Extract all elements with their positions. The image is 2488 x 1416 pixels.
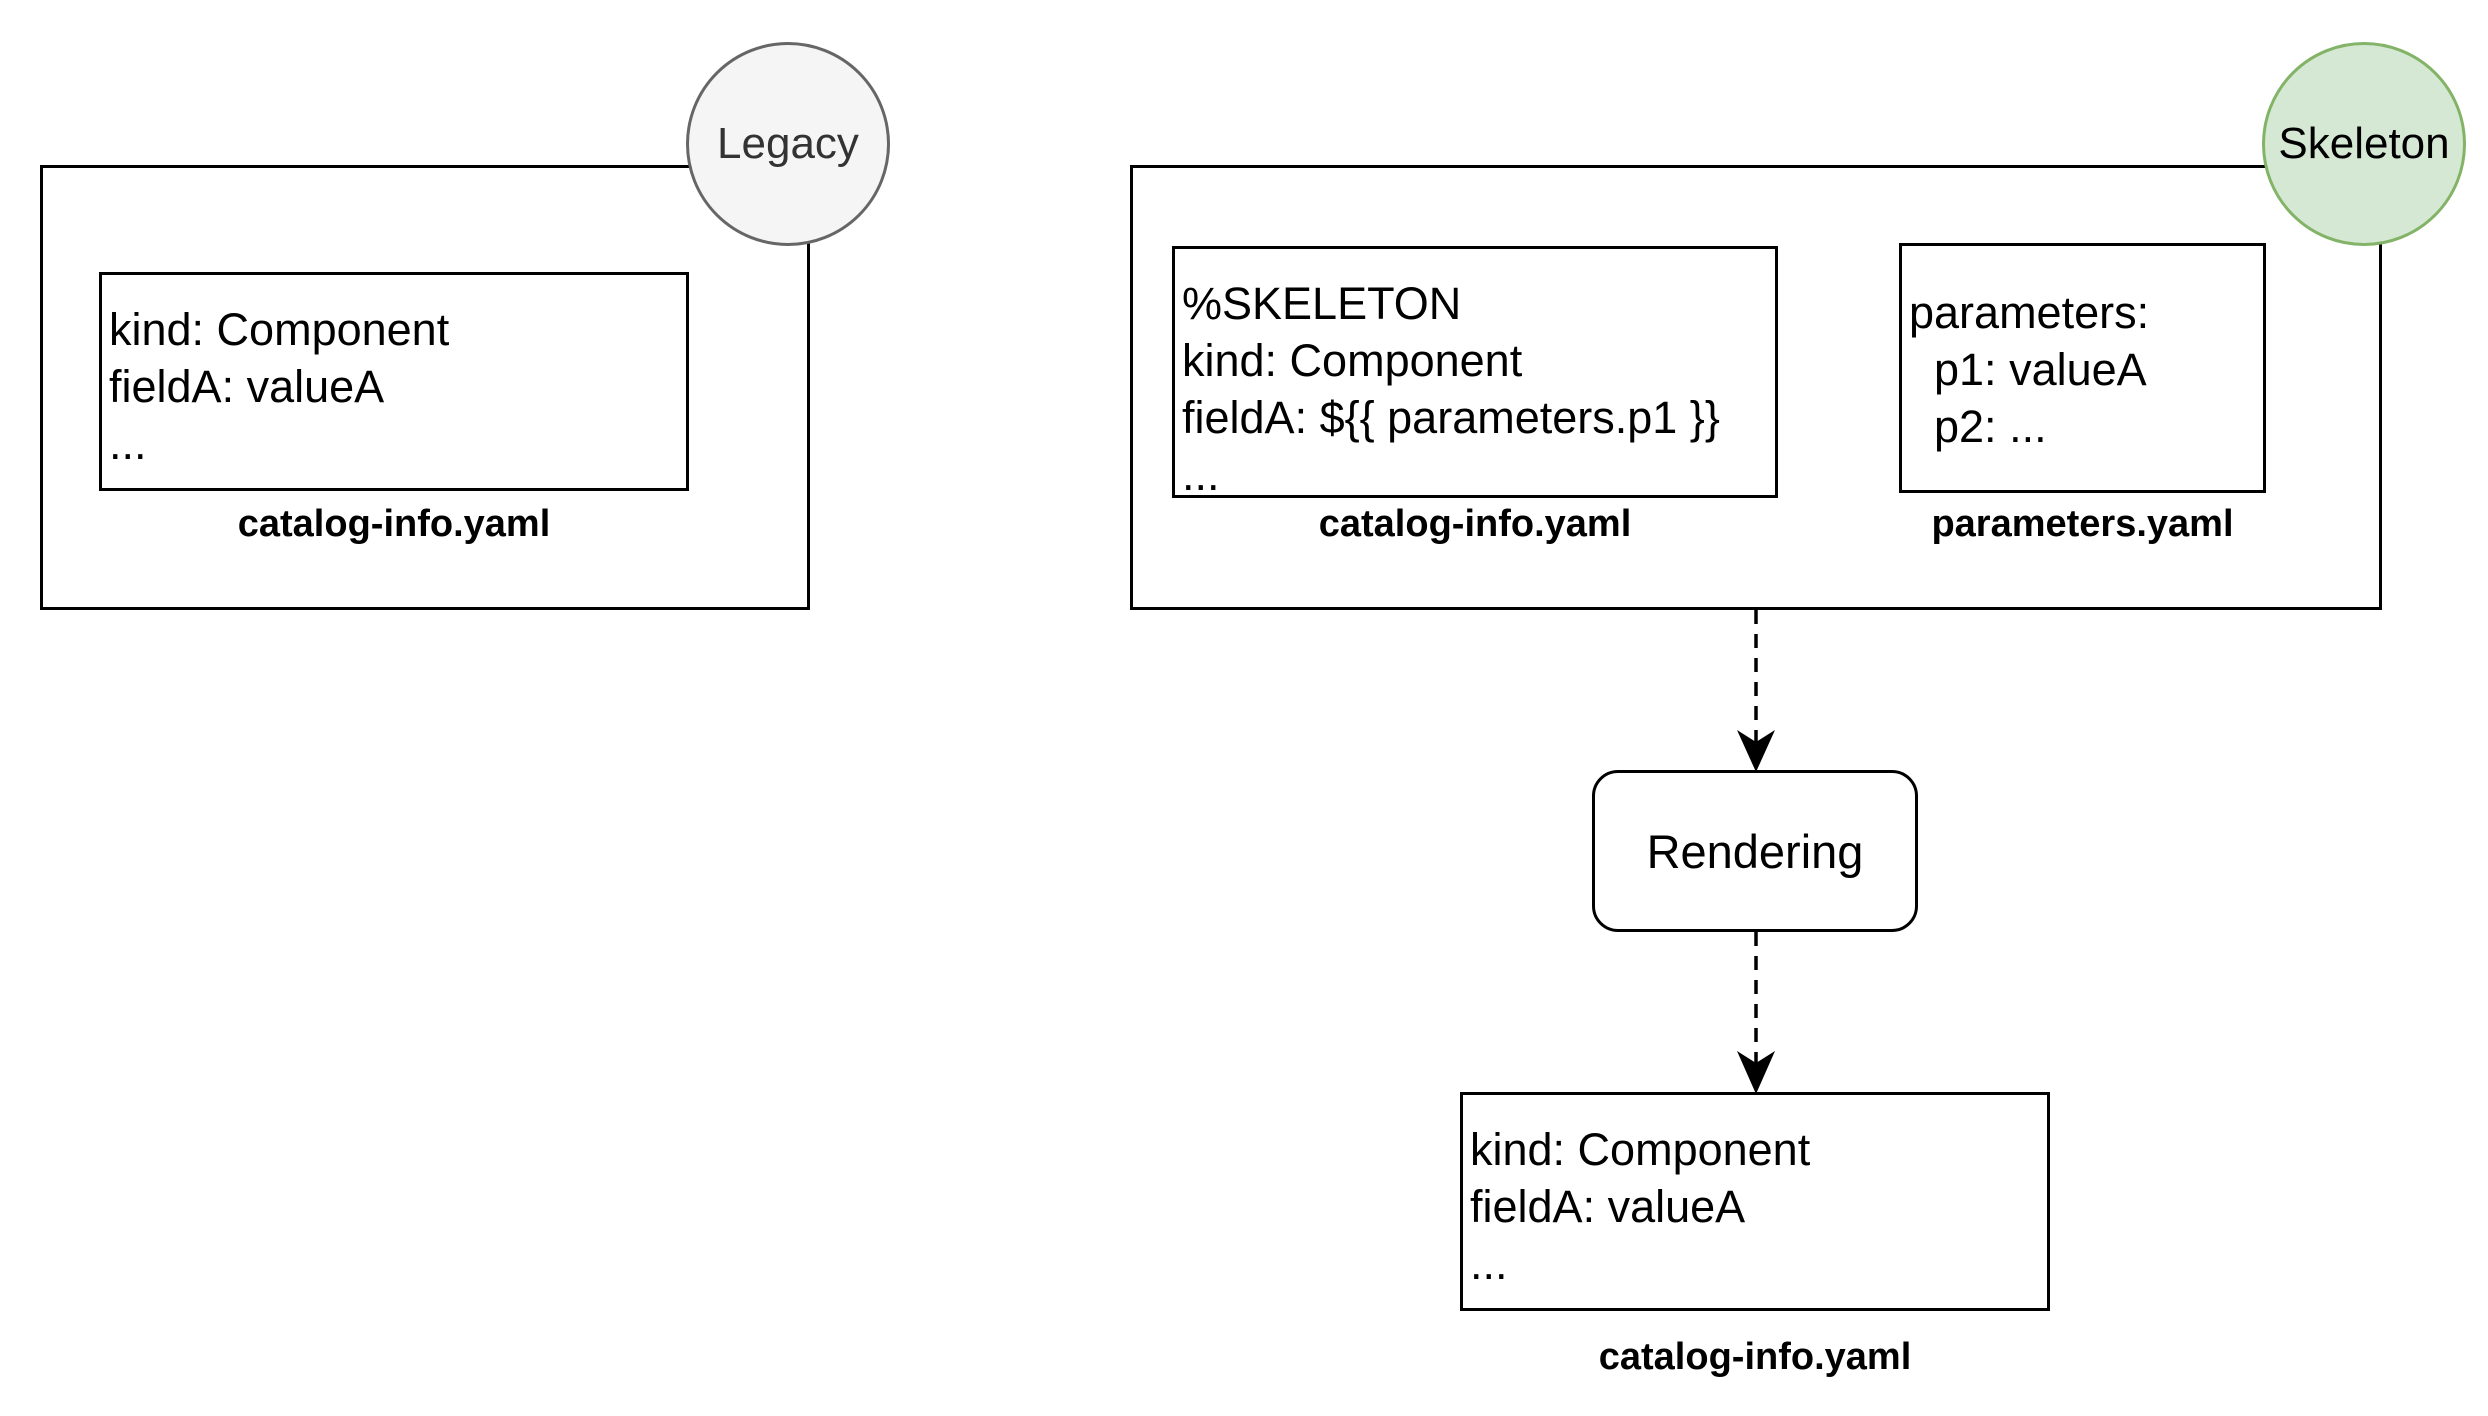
arrow-rendering-to-output [1737,932,1775,1094]
skeleton-catalog-file: %SKELETON kind: Component fieldA: ${{ pa… [1172,246,1778,500]
code-line: kind: Component [109,304,450,355]
rendering-step-label: Rendering [1646,824,1864,878]
code-line: kind: Component [1470,1124,1811,1175]
code-line: %SKELETON [1182,278,1462,329]
code-line: p2: ... [1909,401,2047,452]
arrow-skeleton-to-rendering [1737,610,1775,772]
code-line: ... [1182,449,1220,500]
code-line: kind: Component [1182,335,1523,386]
output-file-caption: catalog-info.yaml [1598,1336,1912,1378]
skeleton-badge: Skeleton [2262,42,2466,246]
legacy-badge: Legacy [686,42,890,246]
code-line: parameters: [1909,287,2150,338]
code-line: ... [109,418,147,469]
rendering-step: Rendering [1592,770,1918,932]
skeleton-parameters-file: parameters: p1: valueA p2: ... [1899,243,2266,493]
legacy-catalog-file: kind: Component fieldA: valueA ... [99,272,689,491]
code-line: fieldA: valueA [109,361,385,412]
code-line: ... [1470,1238,1508,1289]
legacy-file-caption: catalog-info.yaml [237,503,551,545]
skeleton-badge-label: Skeleton [2278,119,2450,168]
output-catalog-file: kind: Component fieldA: valueA ... [1460,1092,2050,1311]
code-line: fieldA: valueA [1470,1181,1746,1232]
skeleton-catalog-caption: catalog-info.yaml [1318,503,1632,545]
code-line: fieldA: ${{ parameters.p1 }} [1182,392,1720,443]
code-line: p1: valueA [1909,344,2147,395]
legacy-badge-label: Legacy [717,119,859,168]
skeleton-parameters-caption: parameters.yaml [1931,503,2234,545]
